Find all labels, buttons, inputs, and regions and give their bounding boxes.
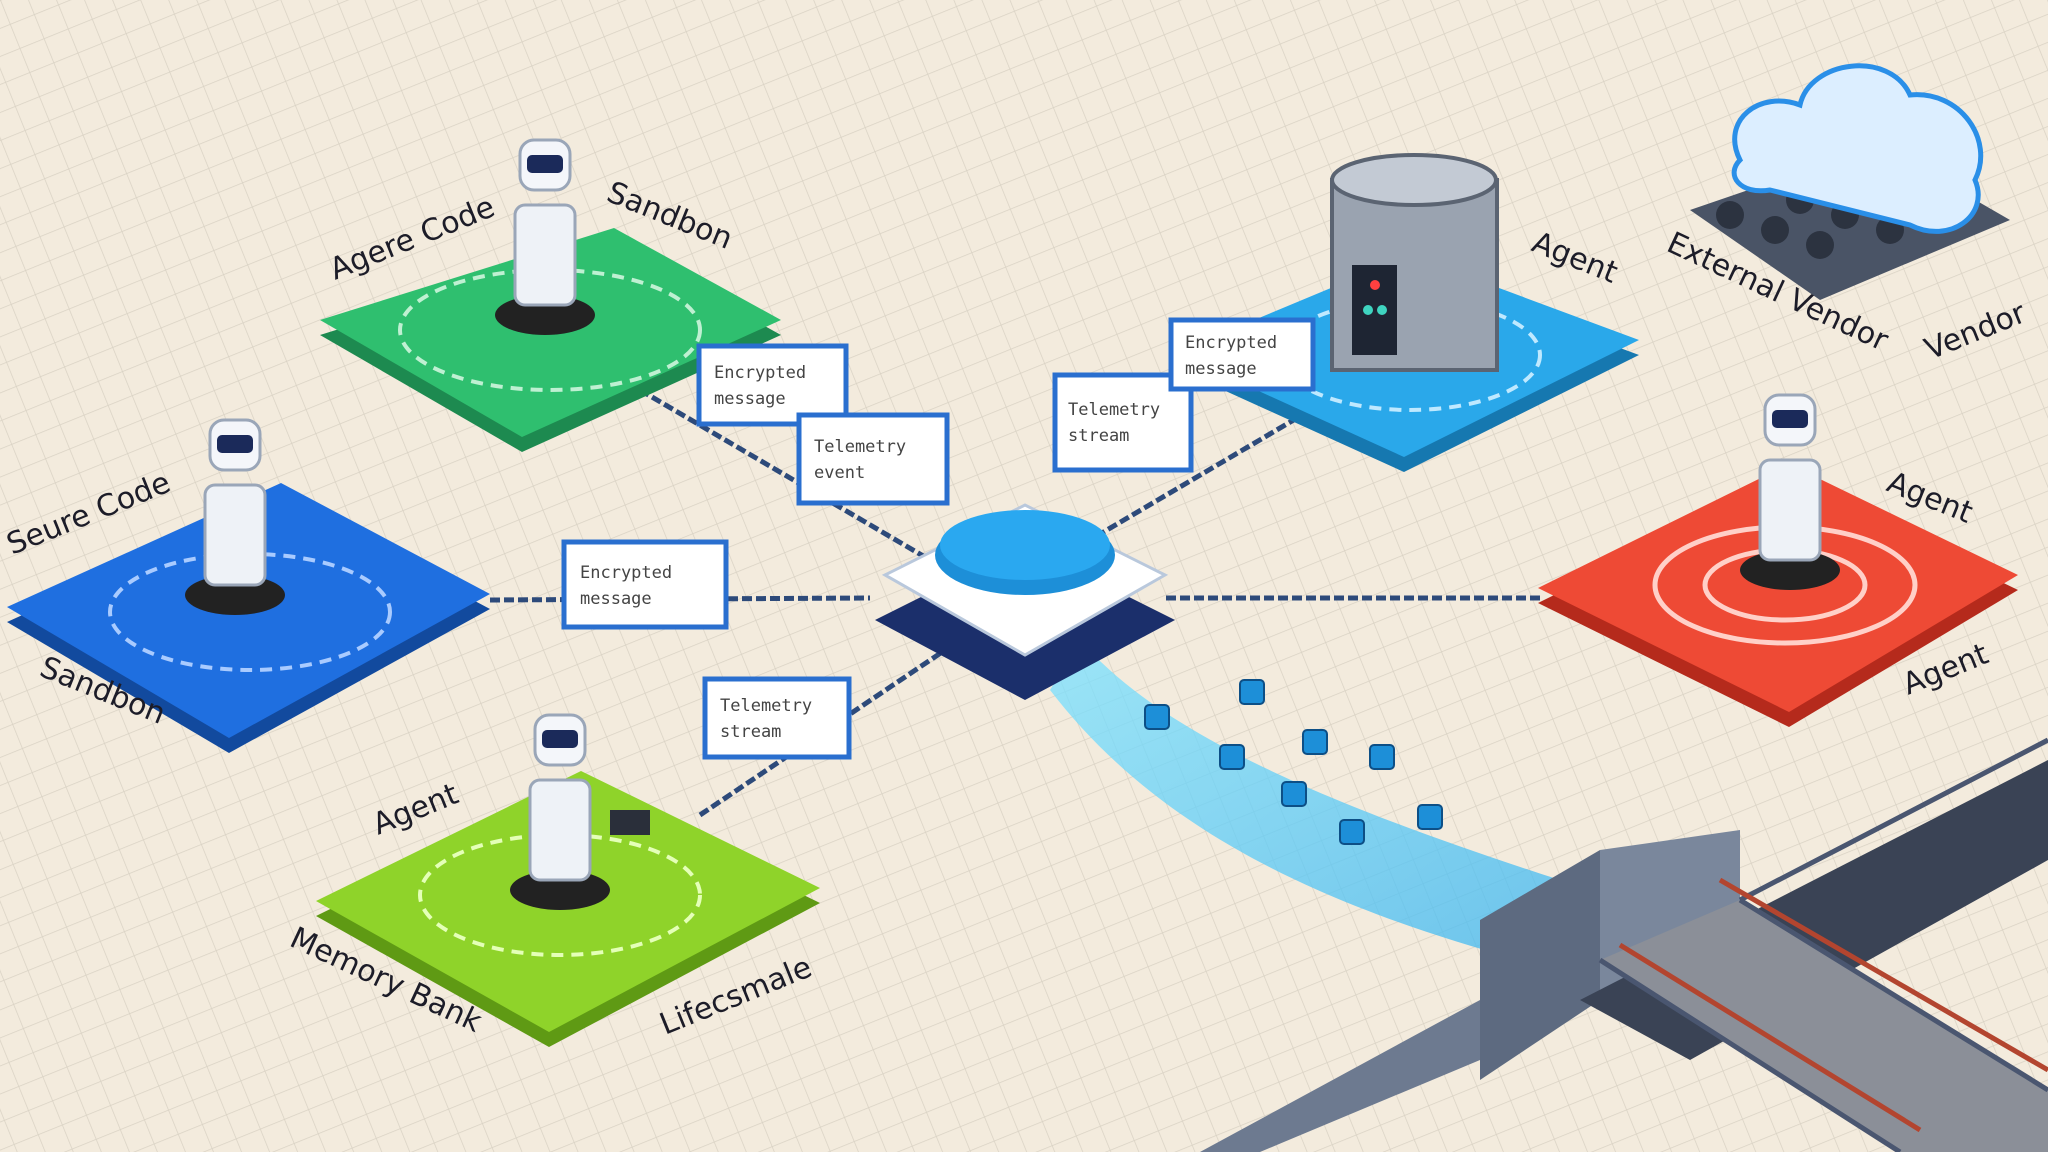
- data-packet: [1239, 679, 1265, 705]
- robot-agent-green: [495, 138, 595, 335]
- server-cylinder: [1330, 153, 1499, 372]
- external-vendor-cloud: [1690, 63, 2010, 300]
- bubble-text: Telemetry: [720, 696, 812, 716]
- bubble-text: message: [1185, 359, 1257, 379]
- central-hub[interactable]: [875, 503, 1175, 700]
- data-packet: [1302, 729, 1328, 755]
- data-packet: [1369, 744, 1395, 770]
- robot-agent-lime: [510, 713, 650, 910]
- bubble-text: message: [714, 389, 786, 409]
- speech-bubble: Encrypted message: [561, 539, 729, 630]
- speech-bubble: Telemetry event: [796, 412, 950, 506]
- speech-bubble: Telemetry stream: [1052, 372, 1194, 473]
- security-gate: [1200, 737, 2048, 1152]
- bubble-text: stream: [720, 722, 781, 742]
- speech-bubble: Encrypted message: [696, 343, 849, 427]
- data-packet: [1219, 744, 1245, 770]
- link-green-hub: [638, 387, 932, 563]
- bubble-text: Encrypted: [714, 363, 806, 383]
- speech-bubble: Encrypted message: [1168, 317, 1316, 392]
- speech-bubble: Telemetry stream: [702, 676, 852, 760]
- robot-agent-blue: [185, 418, 285, 615]
- link-cyan-hub: [1088, 372, 1372, 543]
- bubble-text: message: [580, 589, 652, 609]
- bubble-text: Telemetry: [1068, 400, 1160, 420]
- data-packet: [1281, 781, 1307, 807]
- robot-agent-red: [1740, 393, 1840, 590]
- data-packet: [1339, 819, 1365, 845]
- data-stream: [1050, 640, 1560, 960]
- bubble-text: Encrypted: [580, 563, 672, 583]
- data-packet: [1144, 704, 1170, 730]
- data-packet: [1417, 804, 1443, 830]
- bubble-text: event: [814, 463, 865, 483]
- bubble-text: Telemetry: [814, 437, 906, 457]
- bubble-text: Encrypted: [1185, 333, 1277, 353]
- bubble-text: stream: [1068, 426, 1129, 446]
